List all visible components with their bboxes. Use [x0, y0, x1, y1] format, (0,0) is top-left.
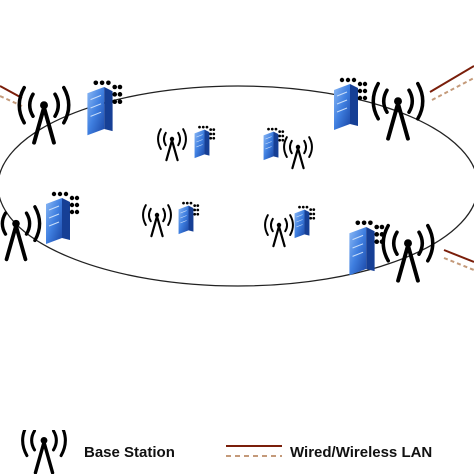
- base-station-icon: [141, 204, 173, 238]
- lan-line-icon: [0, 85, 23, 107]
- server-icon: [263, 127, 285, 161]
- base-station-icon: [0, 204, 42, 262]
- base-station-icon: [263, 214, 295, 248]
- base-station-icon: [381, 223, 435, 283]
- server-icon: [178, 201, 200, 235]
- server-icon: [194, 125, 216, 159]
- server-icon: [86, 79, 123, 136]
- lan-line-icon: [226, 445, 282, 457]
- legend-lan-label: Wired/Wireless LAN: [290, 444, 433, 461]
- server-icon: [45, 191, 80, 245]
- base-station-icon: [156, 128, 188, 162]
- base-station-icon: [282, 136, 314, 170]
- server-icon: [294, 205, 316, 239]
- legend: Base Station Wired/Wireless LAN: [0, 430, 474, 474]
- base-station-icon: [17, 85, 71, 145]
- legend-base-station-label: Base Station: [84, 444, 175, 461]
- lan-line-icon: [429, 65, 474, 101]
- server-icon: [333, 77, 368, 131]
- lan-line-icon: [443, 249, 474, 271]
- network-ellipse: [0, 85, 474, 287]
- base-station-icon: [21, 430, 67, 474]
